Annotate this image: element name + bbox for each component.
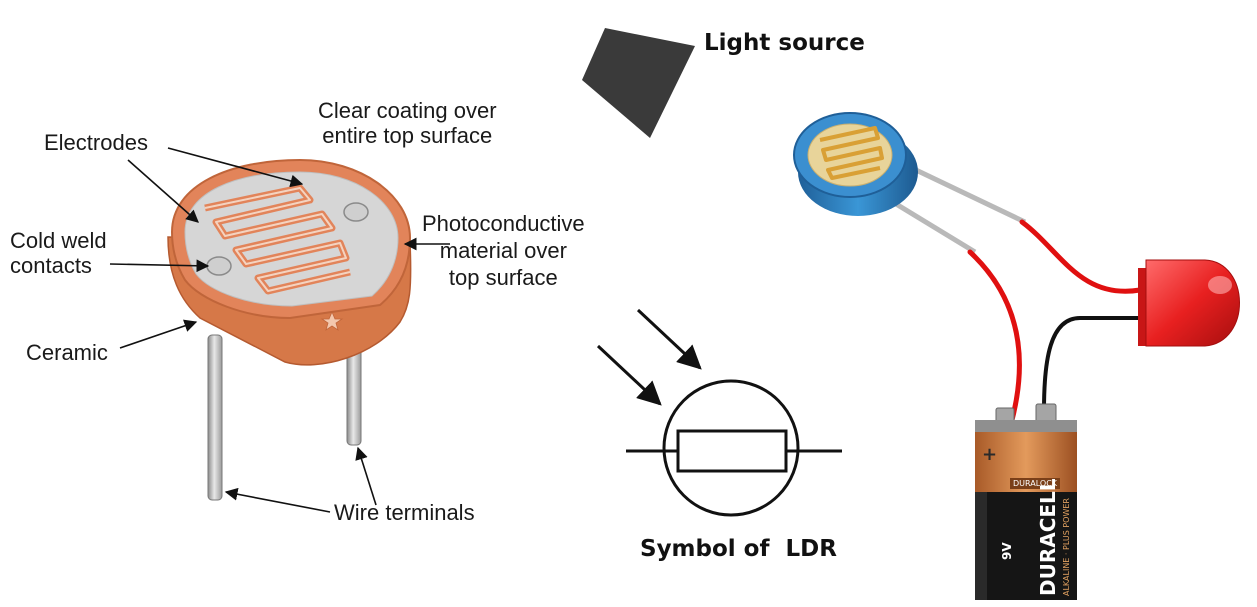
ldr-component	[167, 158, 412, 501]
battery-tag: DURALOCK	[1010, 478, 1061, 489]
leader-wire-right	[355, 446, 377, 506]
light-arrow-icon	[596, 344, 662, 406]
ldr-symbol-resistor	[676, 429, 788, 473]
leader-ceramic	[119, 319, 198, 349]
leader-lines	[109, 147, 450, 513]
light-source-shape	[582, 28, 695, 138]
ldr-symbol	[596, 308, 842, 517]
led-highlight	[1208, 276, 1232, 294]
light-arrow-icon	[636, 308, 702, 370]
label-electrodes: Electrodes	[44, 130, 148, 155]
label-clear-coating: Clear coating over entire top surface	[318, 98, 497, 148]
label-light-source: Light source	[704, 30, 865, 56]
led-bulb	[1145, 259, 1240, 347]
star-logo-icon	[320, 310, 344, 331]
battery-top-cap	[975, 420, 1077, 432]
led-collar	[1138, 268, 1148, 346]
leader-wire-left	[224, 487, 331, 513]
ldr-circuit	[793, 112, 1240, 600]
battery-terminal-right	[1035, 403, 1057, 423]
ldr-symbol-circle	[662, 379, 800, 517]
leader-clear-coating	[167, 147, 304, 188]
red-wire	[967, 249, 1022, 423]
battery-subline-label: ALKALINE · PLUS POWER	[1062, 498, 1071, 596]
cold-weld-contact-left	[206, 256, 232, 276]
battery-black-body	[975, 492, 1077, 600]
label-photoconductive-material: Photoconductive material over top surfac…	[422, 211, 585, 290]
wire-terminal-left	[207, 334, 223, 501]
label-wire-terminals: Wire terminals	[334, 500, 475, 525]
battery-terminal-left	[995, 407, 1015, 423]
ldr-electrode-track	[819, 126, 884, 180]
leader-cold-weld	[109, 259, 210, 273]
cold-weld-contact-right	[343, 202, 369, 222]
label-cold-weld-contacts: Cold weld contacts	[10, 228, 107, 278]
battery-brand-label: DURACELL	[1036, 478, 1060, 596]
red-wire	[1019, 219, 1143, 294]
black-wire	[1042, 316, 1142, 412]
battery-plus-mark: +	[982, 444, 998, 465]
battery-voltage-label: 9V	[1000, 542, 1014, 560]
label-ceramic: Ceramic	[26, 340, 108, 365]
leader-electrodes	[127, 159, 199, 223]
label-symbol-of-ldr: Symbol of LDR	[640, 536, 837, 562]
